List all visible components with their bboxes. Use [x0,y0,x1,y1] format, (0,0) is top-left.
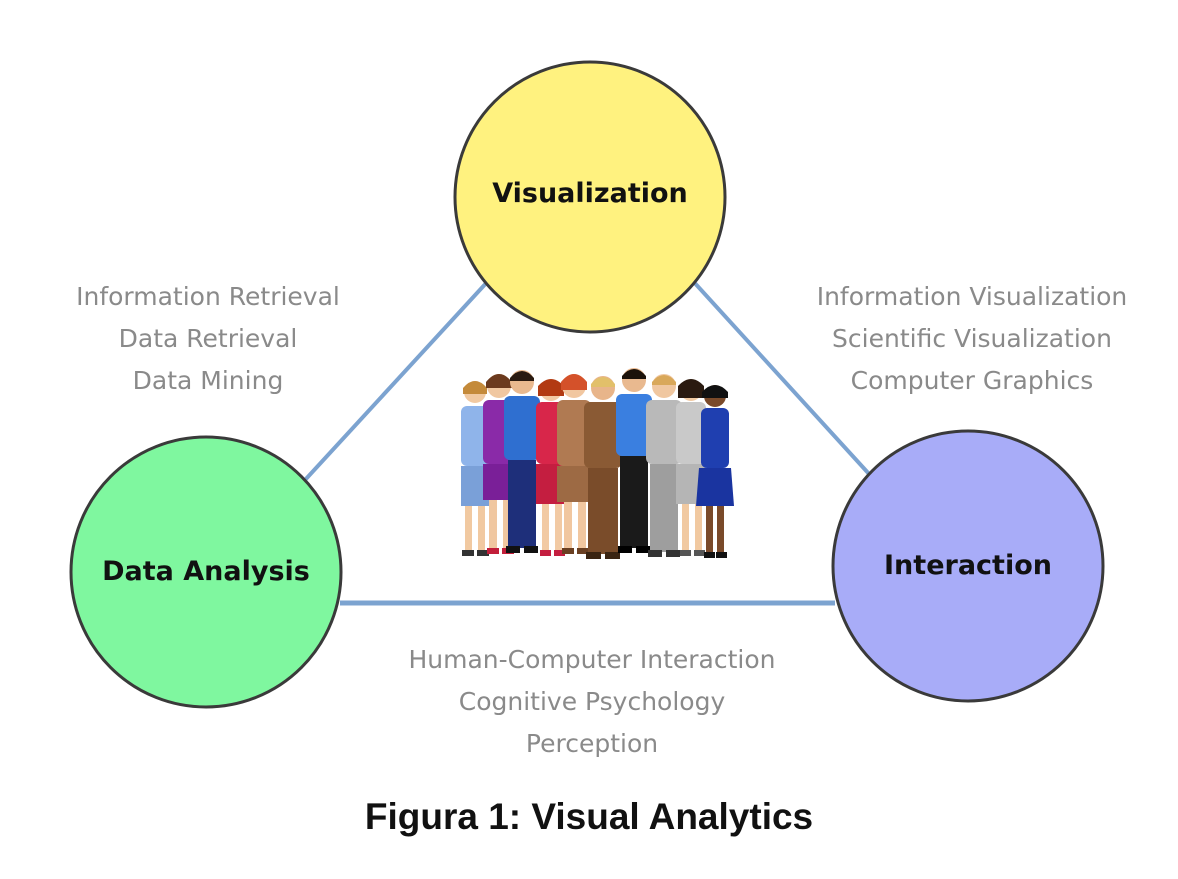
interaction-circle [831,429,1105,703]
data-analysis-circle [69,435,343,709]
edges [303,278,872,606]
node-interaction: Interaction [831,429,1105,703]
node-data-analysis: Data Analysis [69,435,343,709]
visualization-circle [453,60,727,334]
node-visualization: Visualization [453,60,727,334]
topic-left-2: Data Retrieval [119,324,298,353]
data-analysis-label: Data Analysis [102,556,310,587]
edge-visualization-interaction [690,278,872,477]
topic-right-1: Information Visualization [817,282,1128,311]
visualization-label: Visualization [492,178,688,209]
topic-bottom-2: Cognitive Psychology [459,687,726,716]
group-of-people-icon [461,368,734,559]
edge-visualization-data-analysis [303,278,491,482]
topics-left: Information Retrieval Data Retrieval Dat… [76,282,340,395]
topic-right-2: Scientific Visualization [832,324,1112,353]
figure-caption: Figura 1: Visual Analytics [364,796,814,837]
topic-bottom-1: Human-Computer Interaction [408,645,775,674]
topic-bottom-3: Perception [526,729,658,758]
topic-left-1: Information Retrieval [76,282,340,311]
topic-right-3: Computer Graphics [851,366,1094,395]
topic-left-3: Data Mining [133,366,284,395]
topics-bottom: Human-Computer Interaction Cognitive Psy… [408,645,775,758]
interaction-label: Interaction [884,550,1052,581]
topics-right: Information Visualization Scientific Vis… [817,282,1128,395]
